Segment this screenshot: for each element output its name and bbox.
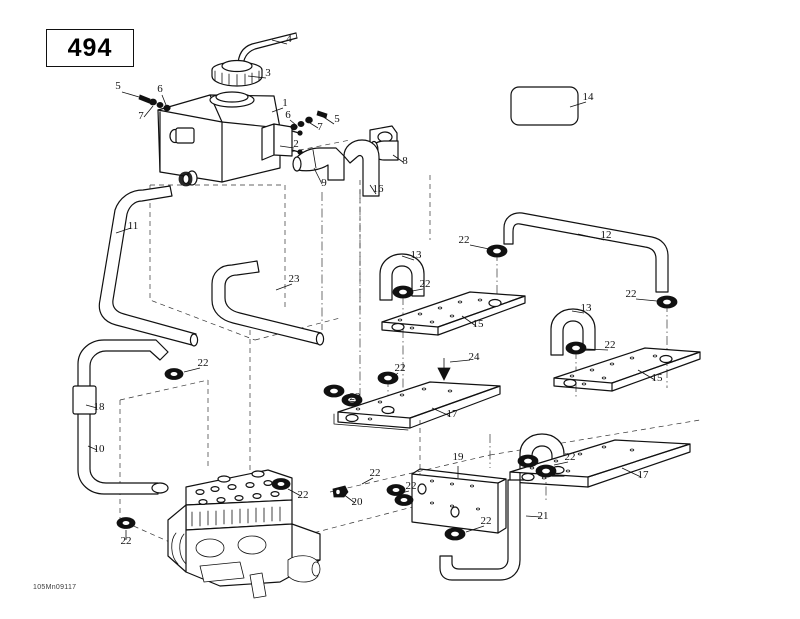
u-hose-left xyxy=(379,253,425,301)
callout-number-21: 21 xyxy=(538,510,549,522)
callout-number-7: 7 xyxy=(138,110,144,122)
clamp xyxy=(116,517,136,529)
callout-number-24: 24 xyxy=(469,351,481,363)
callout-number-6: 6 xyxy=(157,83,163,95)
clamp xyxy=(323,384,345,398)
coolant-tank-assembly xyxy=(157,32,298,187)
callout-number-13: 13 xyxy=(411,249,423,261)
callout-number-16: 16 xyxy=(373,183,385,195)
hose-23 xyxy=(211,260,325,346)
callout-number-22: 22 xyxy=(370,467,381,479)
fastener-group-left xyxy=(138,94,171,112)
callout-number-12: 12 xyxy=(601,229,612,241)
callout-number-22: 22 xyxy=(121,535,132,547)
callout-number-3: 3 xyxy=(265,67,271,79)
callout-number-22: 22 xyxy=(420,278,431,290)
hose-11 xyxy=(98,185,199,347)
callout-number-11: 11 xyxy=(128,220,139,232)
hose-12 xyxy=(503,212,669,293)
heat-exchanger-mid xyxy=(333,381,501,431)
callout-number-15: 15 xyxy=(652,372,664,384)
hose-21 xyxy=(439,479,521,581)
clamp xyxy=(656,295,678,309)
callout-number-19: 19 xyxy=(453,451,465,463)
callout-number-6: 6 xyxy=(285,109,291,121)
clamp xyxy=(535,464,557,478)
callout-number-layer: 1234556677891011121313141515161717181920… xyxy=(94,33,664,547)
model-number-box: 494 xyxy=(46,29,134,67)
leader-lines xyxy=(85,39,658,540)
callout-number-22: 22 xyxy=(459,234,470,246)
callout-number-22: 22 xyxy=(198,357,209,369)
document-code: 105Mn09117 xyxy=(33,584,77,591)
callout-number-22: 22 xyxy=(395,362,406,374)
heat-exchanger-small xyxy=(411,468,507,534)
tank-bracket xyxy=(261,123,303,161)
callout-number-7: 7 xyxy=(317,121,323,133)
engine-block xyxy=(167,469,321,599)
hose-18 xyxy=(72,339,169,495)
callout-number-18: 18 xyxy=(94,401,106,413)
heat-exchanger-right xyxy=(553,347,701,392)
short-hose xyxy=(292,147,345,181)
cover-plate xyxy=(510,86,579,126)
callout-number-5: 5 xyxy=(115,80,121,92)
callout-number-22: 22 xyxy=(298,489,309,501)
callout-number-22: 22 xyxy=(626,288,637,300)
callout-number-22: 22 xyxy=(350,391,361,403)
drain-fitting xyxy=(332,485,349,498)
callout-number-13: 13 xyxy=(581,302,593,314)
clamp xyxy=(377,371,399,385)
callout-number-22: 22 xyxy=(565,451,576,463)
callout-number-22: 22 xyxy=(605,339,616,351)
clamp xyxy=(164,368,184,380)
callout-number-5: 5 xyxy=(334,113,340,125)
clamp xyxy=(486,244,508,258)
heat-exchanger-upper xyxy=(381,291,526,336)
clamp xyxy=(386,484,406,496)
clamp xyxy=(394,494,414,506)
flow-direction-arrow xyxy=(437,358,451,381)
callout-number-17: 17 xyxy=(638,469,650,481)
callout-number-10: 10 xyxy=(94,443,106,455)
callout-number-2: 2 xyxy=(293,138,299,150)
model-number-label: 494 xyxy=(67,33,113,62)
callout-number-8: 8 xyxy=(402,155,408,167)
callout-number-9: 9 xyxy=(321,177,327,189)
clamp-group xyxy=(116,244,678,541)
callout-number-1: 1 xyxy=(282,97,288,109)
callout-number-20: 20 xyxy=(352,496,364,508)
callout-number-4: 4 xyxy=(286,33,292,45)
callout-number-17: 17 xyxy=(447,408,459,420)
hose-16 xyxy=(343,139,380,197)
clamp xyxy=(517,454,539,468)
callout-number-22: 22 xyxy=(406,480,417,492)
clamp xyxy=(444,527,466,541)
callout-number-22: 22 xyxy=(481,515,492,527)
clamp xyxy=(271,478,291,490)
clamp xyxy=(565,341,587,355)
callout-number-15: 15 xyxy=(473,318,485,330)
fastener-group-right xyxy=(290,110,328,131)
callout-number-23: 23 xyxy=(289,273,301,285)
clamp xyxy=(392,285,414,299)
callout-number-14: 14 xyxy=(583,91,595,103)
